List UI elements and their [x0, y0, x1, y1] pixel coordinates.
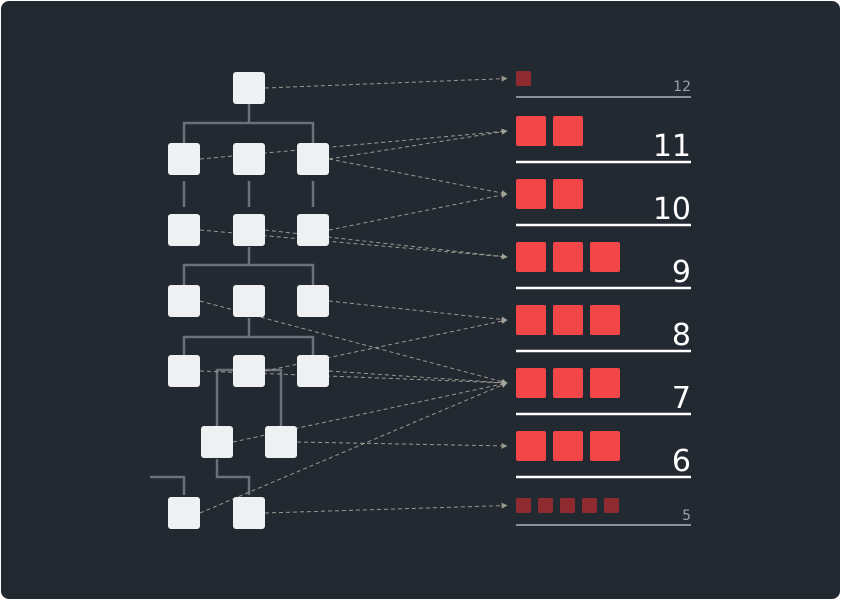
level-8-block-0 — [516, 305, 546, 335]
level-9-block-0 — [516, 242, 546, 272]
tree-connector-3 — [182, 318, 315, 355]
tree-connectors — [150, 104, 315, 495]
level-5-block-4 — [604, 498, 619, 513]
level-6-block-0 — [516, 431, 546, 461]
level-label: 7 — [672, 381, 691, 416]
tree-node-r1-n2 — [297, 143, 329, 175]
tree-node-r4-n2 — [297, 355, 329, 387]
level-7-block-1 — [553, 368, 583, 398]
tree-connector-0 — [182, 104, 315, 143]
level-label: 5 — [682, 508, 691, 524]
tree-node-r2-n2 — [297, 214, 329, 246]
tree-node-r6-n0 — [168, 497, 200, 529]
level-label: 8 — [672, 318, 691, 353]
level-11-block-1 — [553, 116, 583, 146]
level-label: 9 — [672, 255, 691, 290]
level-8-block-1 — [553, 305, 583, 335]
mapping-arrow-10 — [264, 318, 508, 372]
level-10-block-1 — [553, 179, 583, 209]
tree-node-r1-n1 — [233, 143, 265, 175]
mapping-arrow-2 — [328, 128, 508, 160]
level-11-block-0 — [516, 116, 546, 146]
level-stack: 12 11 10 9 8 7 6 5 — [516, 71, 691, 526]
level-8-block-2 — [590, 305, 620, 335]
level-9-block-2 — [590, 242, 620, 272]
level-9-block-1 — [553, 242, 583, 272]
mapping-arrow-7 — [328, 300, 508, 323]
level-5-block-3 — [582, 498, 597, 513]
mapping-arrow-15 — [264, 502, 508, 514]
mapping-arrow-0 — [264, 75, 508, 89]
mapping-arrow-12 — [232, 381, 508, 443]
tree-connector-2 — [182, 247, 315, 285]
level-5-block-0 — [516, 498, 531, 513]
tree-node-r2-n0 — [168, 214, 200, 246]
tree-node-r1-n0 — [168, 143, 200, 175]
level-label: 10 — [653, 192, 691, 227]
tree-node-r3-n2 — [297, 285, 329, 317]
level-6-block-1 — [553, 431, 583, 461]
tree-node-r3-n1 — [233, 285, 265, 317]
level-7-block-2 — [590, 368, 620, 398]
tree-node-r2-n1 — [233, 214, 265, 246]
tree-node-r6-n1 — [233, 497, 265, 529]
tree-node-r5-n0 — [201, 426, 233, 458]
tree-node-r5-n1 — [265, 426, 297, 458]
tree-connector-1 — [182, 181, 315, 207]
tree-connector-5 — [150, 475, 186, 495]
level-6-block-2 — [590, 431, 620, 461]
tree-nodes — [168, 72, 329, 529]
tree-connector-6 — [215, 459, 251, 495]
tree-node-r0-n0 — [233, 72, 265, 104]
mapping-arrow-11 — [328, 370, 508, 386]
mapping-arrow-13 — [296, 441, 508, 449]
mapping-arrow-6 — [264, 229, 508, 260]
level-5-block-1 — [538, 498, 553, 513]
mapping-arrow-3 — [328, 158, 508, 196]
tree-node-r4-n0 — [168, 355, 200, 387]
tree-node-r4-n1 — [233, 355, 265, 387]
level-5-block-2 — [560, 498, 575, 513]
level-label: 11 — [653, 129, 691, 164]
mapping-arrow-4 — [328, 192, 508, 231]
level-12-block-0 — [516, 71, 531, 86]
level-7-block-0 — [516, 368, 546, 398]
level-10-block-0 — [516, 179, 546, 209]
level-label: 12 — [673, 79, 691, 95]
tree-node-r3-n0 — [168, 285, 200, 317]
level-label: 6 — [672, 444, 691, 479]
